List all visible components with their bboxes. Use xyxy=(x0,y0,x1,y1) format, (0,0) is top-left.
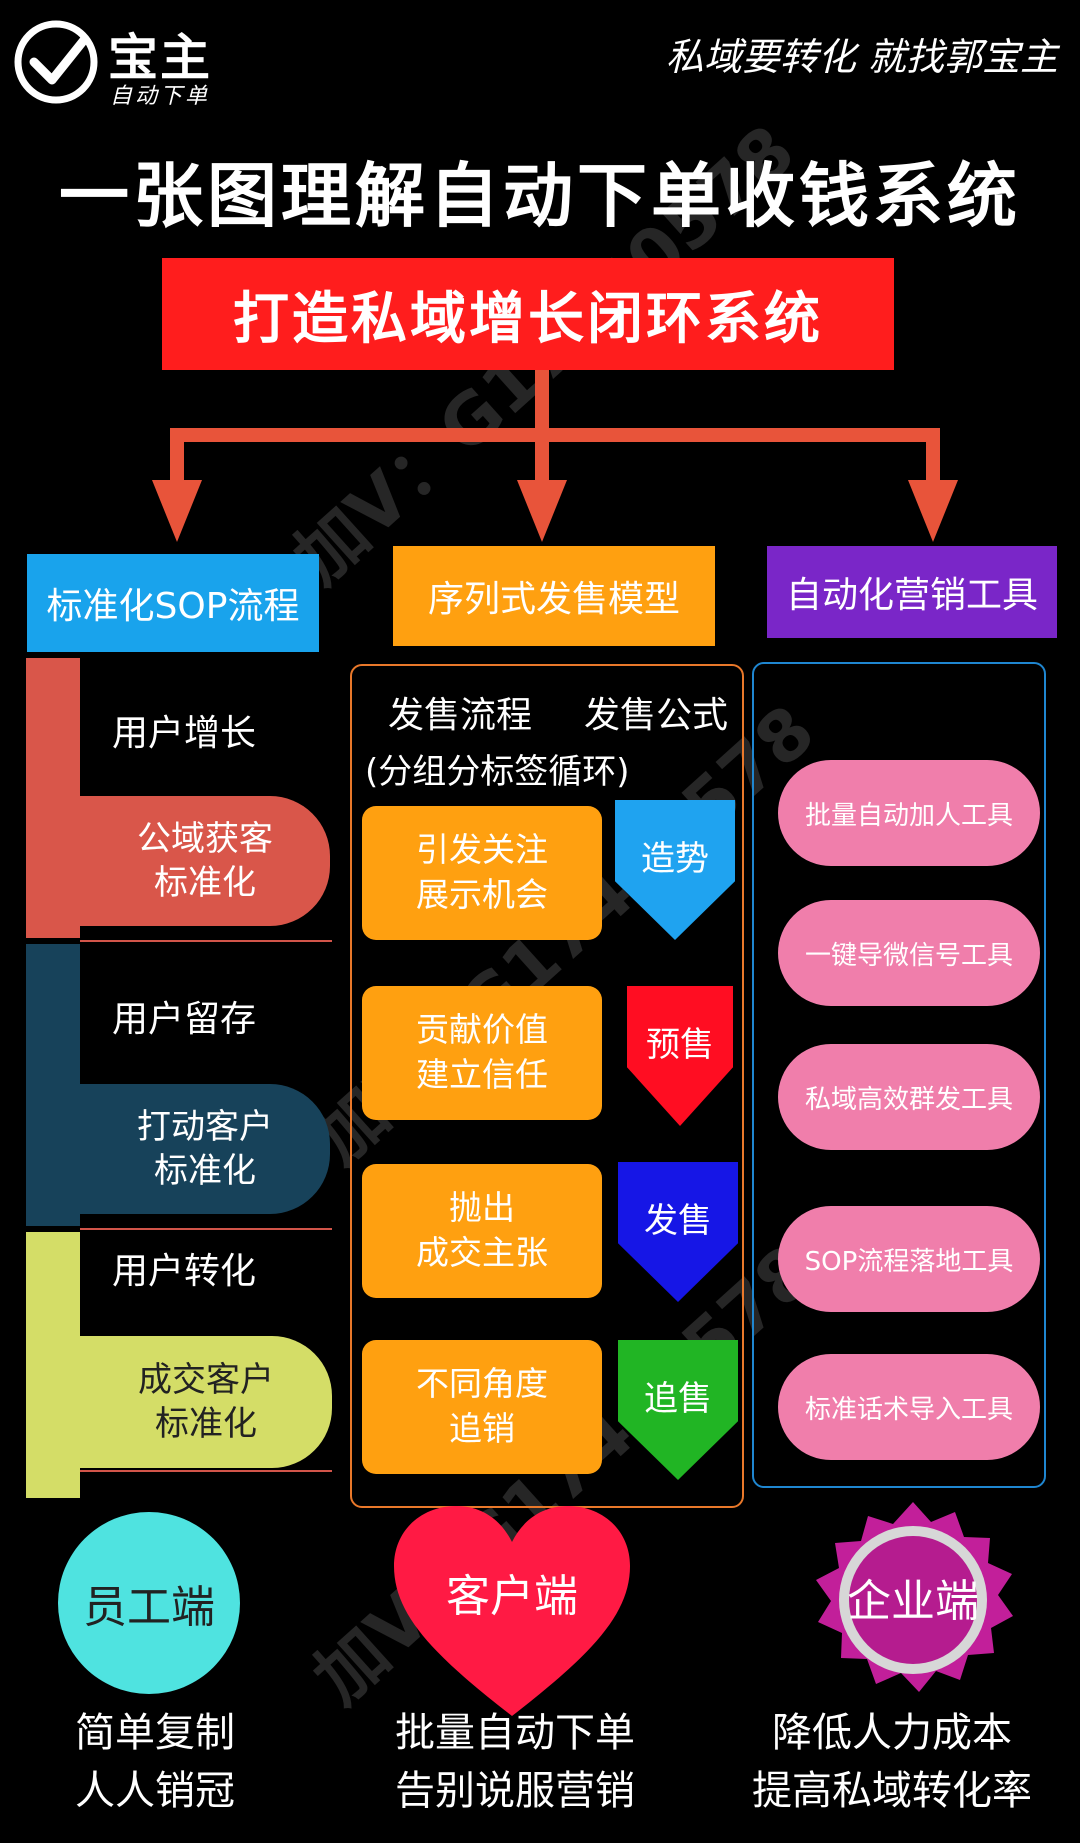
desc-line: 提高私域转化率 xyxy=(752,1768,1032,1814)
pill-line: 标准化 xyxy=(154,1151,256,1191)
pill-line: 标准化 xyxy=(155,1404,257,1444)
launch-panel xyxy=(350,664,744,1508)
stage-label: 用户留存 xyxy=(112,999,257,1040)
stage-pill-retention: 打动客户 标准化 xyxy=(80,1084,330,1214)
stage-bar-growth xyxy=(26,658,80,938)
desc-line: 降低人力成本 xyxy=(772,1710,1012,1756)
step-line: 抛出 xyxy=(449,1188,515,1228)
tool-pill: 批量自动加人工具 xyxy=(778,760,1040,866)
customer-label: 客户端 xyxy=(446,1571,578,1622)
logo-title: 宝主 xyxy=(108,29,212,87)
stage-bar-conversion xyxy=(26,1232,80,1498)
column-header-sop: 标准化SOP流程 xyxy=(27,554,319,652)
tool-pill: 私域高效群发工具 xyxy=(778,1044,1040,1150)
desc-line: 批量自动下单 xyxy=(395,1710,635,1756)
stage-pill-growth: 公域获客 标准化 xyxy=(80,796,330,926)
enterprise-label: 企业端 xyxy=(847,1576,979,1627)
customer-description: 批量自动下单 告别说服营销 xyxy=(350,1704,680,1820)
launch-step: 抛出 成交主张 xyxy=(362,1164,602,1298)
page-title: 一张图理解自动下单收钱系统 xyxy=(59,155,1021,237)
badge-icon xyxy=(816,1502,1013,1692)
launch-formula-heading: 发售公式 xyxy=(584,695,729,736)
launch-step: 不同角度 追销 xyxy=(362,1340,602,1474)
logo-subtitle: 自动下单 xyxy=(110,84,211,109)
pill-line: 打动客户 xyxy=(137,1106,273,1147)
stage-label: 用户增长 xyxy=(112,713,257,754)
desc-line: 告别说服营销 xyxy=(395,1768,635,1814)
staff-circle: 员工端 xyxy=(58,1512,240,1694)
desc-line: 简单复制 xyxy=(75,1710,235,1756)
heart-icon xyxy=(394,1506,630,1716)
launch-step: 贡献价值 建立信任 xyxy=(362,986,602,1120)
pill-line: 成交客户 xyxy=(138,1359,274,1400)
pill-line: 标准化 xyxy=(154,863,256,903)
stage-divider xyxy=(80,1228,332,1230)
tool-pill: 一键导微信号工具 xyxy=(778,900,1040,1006)
launch-note: (分组分标签循环) xyxy=(365,752,630,792)
step-line: 成交主张 xyxy=(416,1233,548,1272)
launch-step: 引发关注 展示机会 xyxy=(362,806,602,940)
step-line: 展示机会 xyxy=(416,875,548,914)
banner-title: 打造私域增长闭环系统 xyxy=(162,258,894,370)
tool-pill: 标准话术导入工具 xyxy=(778,1354,1040,1460)
staff-label: 员工端 xyxy=(83,1582,215,1633)
tool-pill: SOP流程落地工具 xyxy=(778,1206,1040,1312)
staff-description: 简单复制 人人销冠 xyxy=(30,1704,280,1820)
step-line: 追销 xyxy=(449,1409,515,1448)
stage-divider xyxy=(80,1470,332,1472)
enterprise-description: 降低人力成本 提高私域转化率 xyxy=(712,1704,1072,1820)
step-line: 不同角度 xyxy=(416,1364,548,1404)
stage-bar-retention xyxy=(26,944,80,1226)
column-header-tools: 自动化营销工具 xyxy=(767,546,1057,638)
launch-process-heading: 发售流程 xyxy=(388,695,533,736)
step-line: 建立信任 xyxy=(416,1055,548,1094)
column-header-sequence: 序列式发售模型 xyxy=(393,546,715,646)
desc-line: 人人销冠 xyxy=(75,1768,235,1814)
slogan: 私域要转化 就找郭宝主 xyxy=(665,35,1058,79)
tools-panel xyxy=(752,662,1046,1488)
launch-tag: 发售 xyxy=(618,1162,738,1302)
stage-pill-conversion: 成交客户 标准化 xyxy=(80,1336,332,1468)
stage-label: 用户转化 xyxy=(112,1251,257,1292)
logo-mark-icon xyxy=(12,18,100,106)
pill-line: 公域获客 xyxy=(137,818,273,859)
step-line: 引发关注 xyxy=(416,830,548,870)
step-line: 贡献价值 xyxy=(416,1010,548,1050)
stage-divider xyxy=(80,940,332,942)
connector-arrows xyxy=(152,370,958,542)
